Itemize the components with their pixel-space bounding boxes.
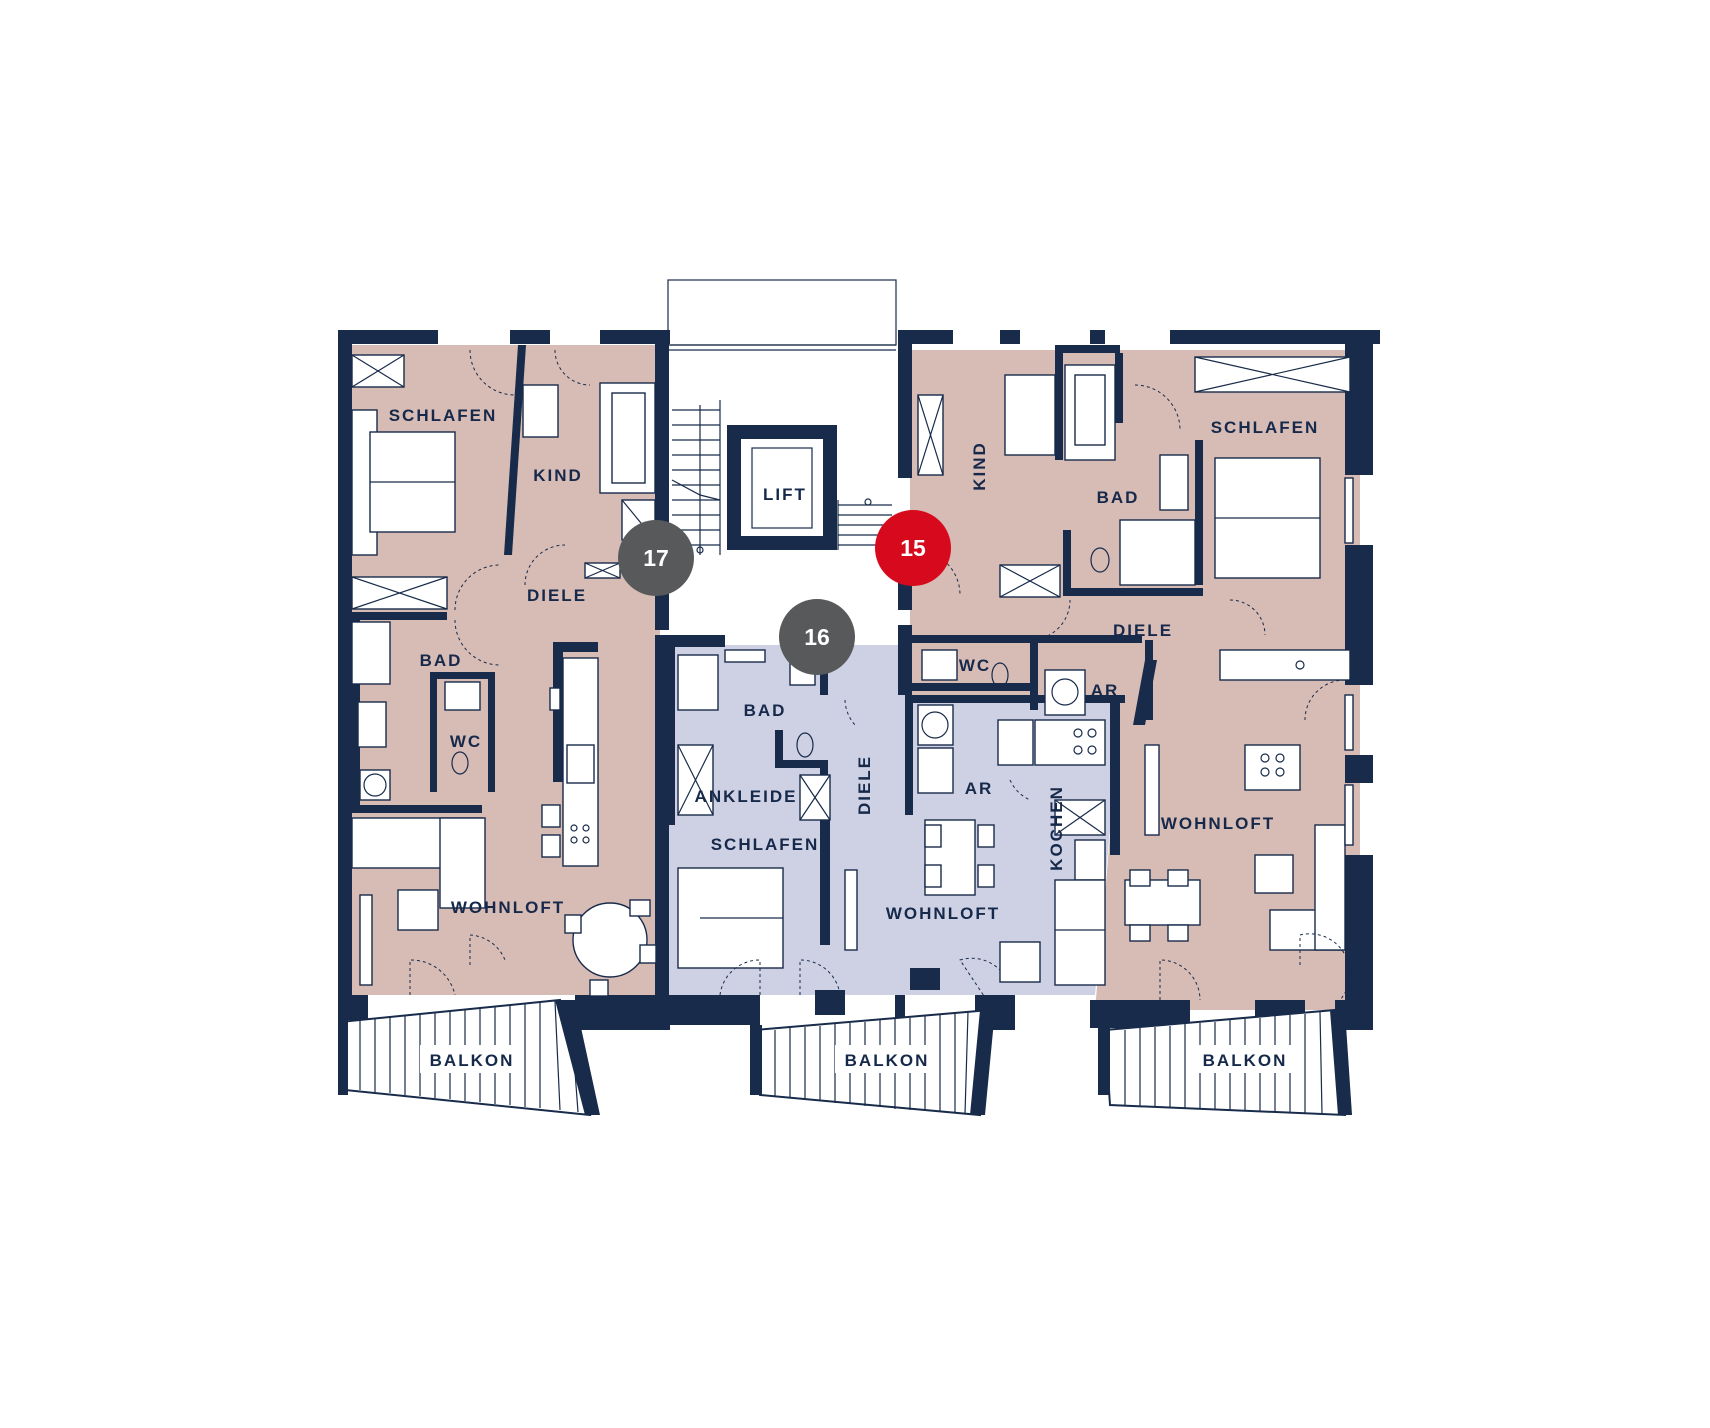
stair-core: LIFT <box>671 400 892 555</box>
wc-15-label: WC <box>959 656 991 675</box>
schlafen-17-label: SCHLAFEN <box>389 406 498 425</box>
kind-15-label: KIND <box>970 441 989 491</box>
unit-badge-16[interactable]: 16 <box>779 599 855 675</box>
bad-17-label: BAD <box>420 651 463 670</box>
balkon-17-label: BALKON <box>430 1051 515 1070</box>
diele-15-label: DIELE <box>1113 621 1173 640</box>
schlafen-16-label: SCHLAFEN <box>711 835 820 854</box>
balcony-16: BALKON <box>750 1008 995 1117</box>
unit-badge-17-number: 17 <box>643 545 669 571</box>
wohnloft-15-label: WOHNLOFT <box>1161 814 1275 833</box>
unit-17-labels: SCHLAFEN KIND DIELE BAD WC WOHNLOFT <box>389 406 587 917</box>
wc-17-label: WC <box>450 732 482 751</box>
interior-walls <box>352 345 1203 945</box>
lift-shaft: LIFT <box>727 425 837 550</box>
ar-15-label: AR <box>1091 681 1120 700</box>
stair-flight-left <box>671 400 721 555</box>
wohnloft-16-label: WOHNLOFT <box>886 904 1000 923</box>
bad-16-label: BAD <box>744 701 787 720</box>
unit-15-furniture <box>914 356 1354 1001</box>
kochen-label: KOCHEN <box>1047 785 1066 871</box>
wohnloft-17-label: WOHNLOFT <box>451 898 565 917</box>
unit-badge-15[interactable]: 15 <box>875 510 951 586</box>
balcony-15: BALKON <box>1098 1008 1352 1117</box>
balkon-15-label: BALKON <box>1203 1051 1288 1070</box>
kind-17-label: KIND <box>533 466 583 485</box>
unit-16-furniture <box>677 649 1106 1006</box>
unit-17-furniture <box>351 349 657 997</box>
unit-badge-16-number: 16 <box>804 624 830 650</box>
balcony-17: BALKON <box>338 998 600 1117</box>
ar-16-label: AR <box>965 779 994 798</box>
lift-label: LIFT <box>763 485 807 504</box>
diele-17-label: DIELE <box>527 586 587 605</box>
unit-badge-15-number: 15 <box>900 535 926 561</box>
unit-16-labels: BAD ANKLEIDE SCHLAFEN DIELE AR KOCHEN WO… <box>695 701 1066 923</box>
bad-15-label: BAD <box>1097 488 1140 507</box>
unit-badge-17[interactable]: 17 <box>618 520 694 596</box>
ankleide-label: ANKLEIDE <box>695 787 798 806</box>
schlafen-15-label: SCHLAFEN <box>1211 418 1320 437</box>
diele-16-label: DIELE <box>855 755 874 815</box>
balkon-16-label: BALKON <box>845 1051 930 1070</box>
unit-15-labels: KIND BAD SCHLAFEN WC AR DIELE WOHNLOFT <box>959 418 1320 833</box>
